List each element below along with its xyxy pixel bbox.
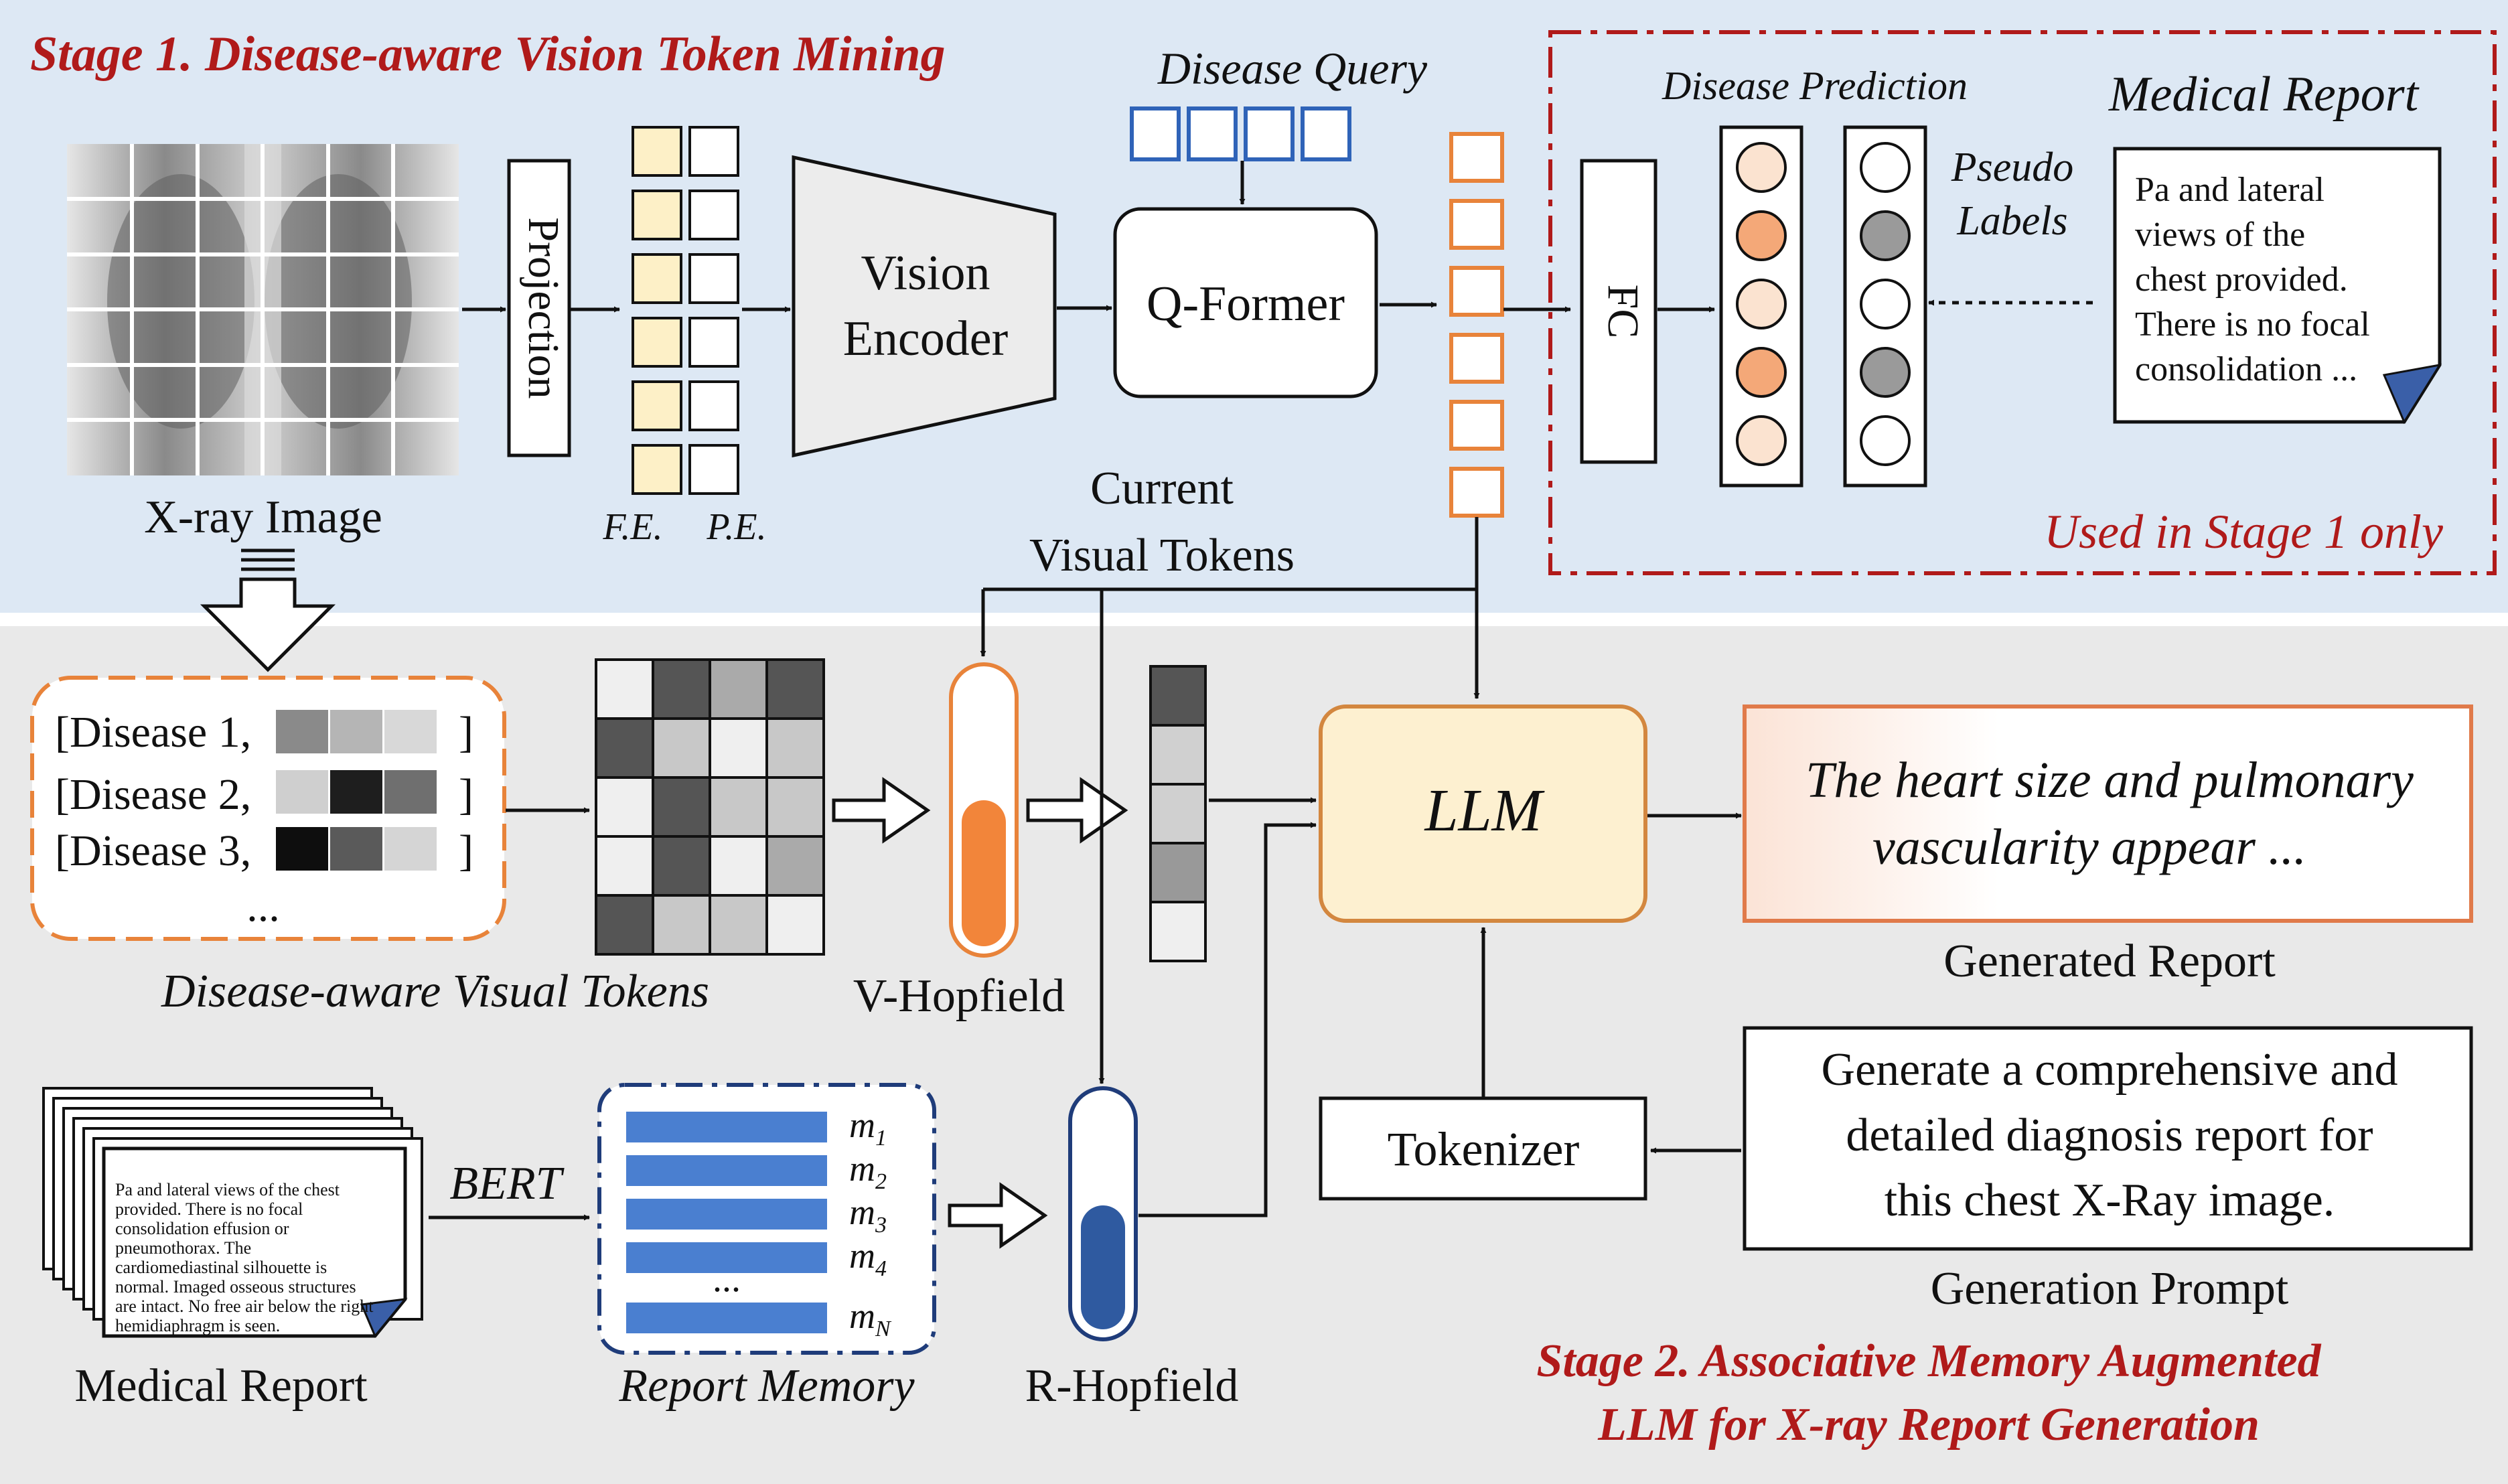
stage1-report-line-2: chest provided.	[2135, 261, 2348, 299]
llm-box	[1319, 704, 1647, 923]
projection-box	[507, 159, 571, 457]
xray-label: X-ray Image	[144, 492, 382, 543]
qformer-label: Q-Former	[1147, 277, 1345, 331]
disease-row-3-patches	[276, 827, 437, 871]
pseudo-label-circles	[1860, 142, 1911, 466]
tokenizer-box	[1319, 1096, 1647, 1201]
memory-bars-ellipsis: ...	[713, 1258, 741, 1300]
memory-label-2: m2	[849, 1148, 887, 1194]
disease-query-label: Disease Query	[1157, 43, 1428, 94]
prompt-line-1: detailed diagnosis report for	[1846, 1110, 2373, 1161]
retrieved-token-column	[1149, 665, 1207, 962]
stage1-medical-report-doc	[2113, 147, 2442, 425]
prompt-line-0: Generate a comprehensive and	[1822, 1044, 2398, 1096]
doc-line-0: Pa and lateral views of the chest	[115, 1180, 340, 1199]
disease-row-3-label: [Disease 3,	[55, 826, 251, 875]
position-embedding-column	[688, 126, 739, 495]
v-hopfield-label: V-Hopfield	[853, 970, 1065, 1022]
xray-image	[67, 144, 459, 475]
doc-line-2: consolidation effusion or	[115, 1219, 289, 1238]
token-grid	[595, 658, 825, 956]
disease-row-1-label: [Disease 1,	[55, 708, 251, 757]
doc-line-5: normal. Imaged osseous structures	[115, 1277, 356, 1296]
feature-embedding-column	[632, 126, 682, 495]
tokenizer-label: Tokenizer	[1388, 1122, 1580, 1176]
memory-bars	[626, 1112, 827, 1333]
current-tokens-line2: Visual Tokens	[1029, 530, 1295, 581]
medical-report-label: Medical Report	[74, 1360, 368, 1412]
vision-encoder-line2: Encoder	[843, 311, 1009, 366]
hollow-arrow-memory-to-rhopfield	[948, 1182, 1048, 1249]
disease-row-1-patches	[276, 710, 437, 753]
hollow-arrow-grid-to-vhopfield	[832, 777, 931, 844]
projection-label: Projection	[519, 217, 568, 398]
vision-encoder	[792, 155, 1057, 458]
prediction-circles	[1736, 142, 1787, 466]
disease-row-2-patches	[276, 770, 437, 814]
v-hopfield-fill	[962, 800, 1006, 946]
generated-report-line-1: vascularity appear ...	[1872, 819, 2306, 875]
medical-report-stack	[42, 1087, 423, 1338]
disease-row-1-close: ]	[459, 708, 473, 757]
fc-label: FC	[1599, 285, 1647, 339]
fc-box	[1580, 159, 1657, 464]
disease-tokens-label: Disease-aware Visual Tokens	[161, 966, 709, 1017]
stage1-report-line-3: There is no focal	[2135, 305, 2370, 344]
doc-line-7: hemidiaphragm is seen.	[115, 1316, 280, 1335]
stage1-report-line-0: Pa and lateral	[2135, 171, 2325, 209]
stage1-title: Stage 1. Disease-aware Vision Token Mini…	[30, 27, 945, 82]
memory-label-1: m1	[849, 1105, 887, 1151]
pseudo-labels-line1: Pseudo	[1951, 145, 2074, 190]
stage2-title-line2: LLM for X-ray Report Generation	[1597, 1399, 2260, 1451]
current-tokens-line1: Current	[1090, 463, 1234, 514]
prompt-line-2: this chest X-Ray image.	[1885, 1175, 2335, 1226]
disease-query-tokens	[1130, 106, 1351, 161]
stage1-only-region	[1548, 30, 2497, 575]
stage1-report-line-1: views of the	[2135, 216, 2305, 254]
used-in-stage1-label: Used in Stage 1 only	[2044, 505, 2443, 559]
stage2-title-line1: Stage 2. Associative Memory Augmented	[1536, 1335, 2321, 1387]
doc-line-4: cardiomediastinal silhouette is	[115, 1258, 327, 1277]
qformer-output-tokens	[1449, 132, 1504, 518]
doc-line-3: pneumothorax. The	[115, 1238, 251, 1258]
qformer-box	[1113, 207, 1378, 398]
fe-label: F.E.	[602, 506, 662, 548]
disease-prediction-label: Disease Prediction	[1662, 64, 1968, 108]
memory-label-4: m4	[849, 1236, 887, 1281]
vision-encoder-line1: Vision	[861, 246, 990, 301]
generated-report-line-0: The heart size and pulmonary	[1805, 752, 2414, 808]
medical-report-title: Medical Report	[2108, 67, 2420, 122]
r-hopfield-label: R-Hopfield	[1025, 1360, 1239, 1412]
stage1-report-line-4: consolidation ...	[2135, 350, 2357, 388]
memory-label-n: mN	[849, 1296, 892, 1341]
disease-row-2-label: [Disease 2,	[55, 770, 251, 819]
disease-rows-ellipsis: ...	[246, 882, 280, 931]
report-memory-label: Report Memory	[618, 1360, 915, 1412]
disease-row-2-close: ]	[459, 770, 473, 819]
generated-report-box	[1743, 704, 2473, 923]
generation-prompt-box	[1743, 1026, 2473, 1251]
generated-report-label: Generated Report	[1943, 936, 2276, 987]
hollow-down-arrow	[200, 548, 336, 672]
memory-label-3: m3	[849, 1192, 887, 1238]
pseudo-labels-line2: Labels	[1956, 198, 2067, 244]
doc-line-1: provided. There is no focal	[115, 1199, 303, 1219]
r-hopfield-fill	[1081, 1205, 1125, 1329]
llm-label: LLM	[1423, 777, 1545, 844]
doc-line-6: are intact. No free air below the right	[115, 1296, 374, 1316]
bert-label: BERT	[449, 1158, 565, 1209]
generation-prompt-label: Generation Prompt	[1931, 1263, 2289, 1315]
disease-row-3-close: ]	[459, 826, 473, 875]
pe-label: P.E.	[706, 506, 766, 548]
